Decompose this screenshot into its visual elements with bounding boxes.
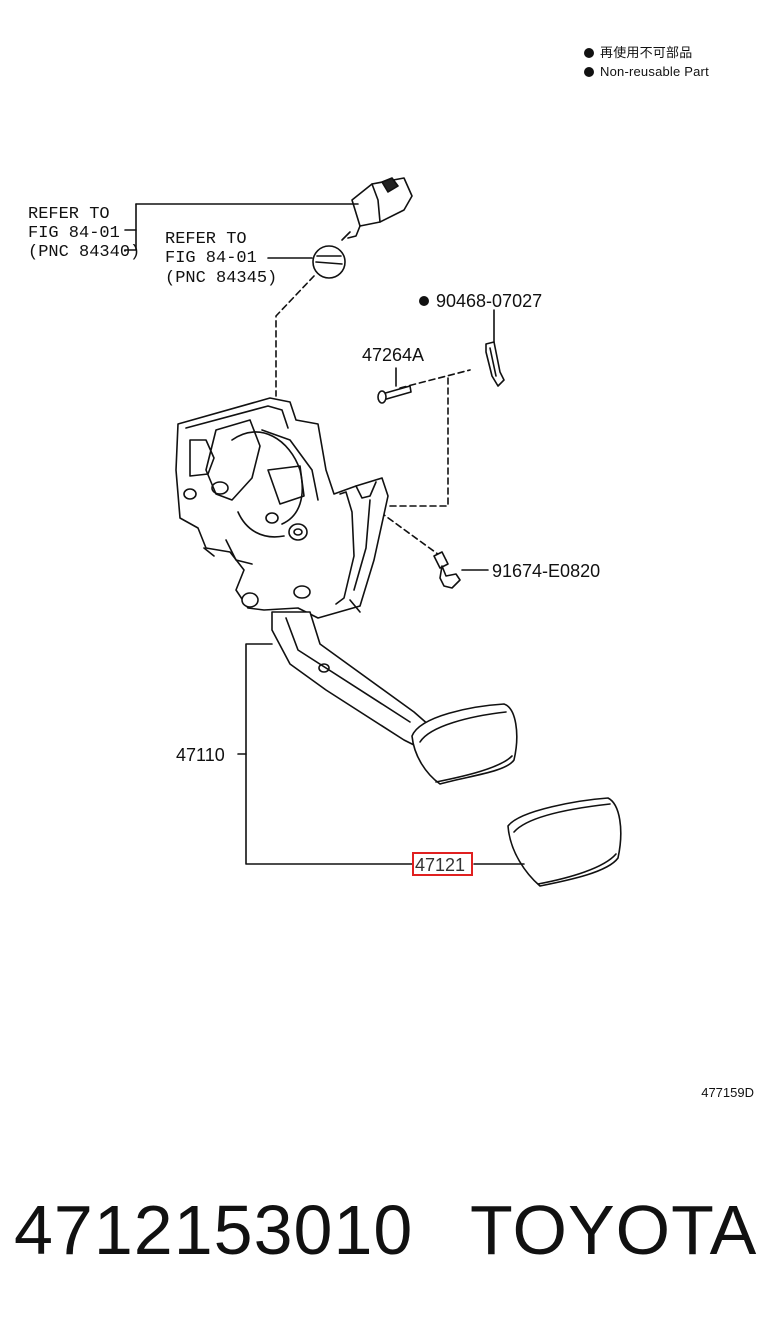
ref1-line2: FIG 84-01 bbox=[28, 224, 120, 243]
part-label-90468-07027[interactable]: 90468-07027 bbox=[436, 291, 542, 311]
highlight-box bbox=[412, 852, 473, 876]
dashed-guide-1 bbox=[275, 275, 315, 397]
bolt-drawing bbox=[433, 551, 461, 589]
pin-drawing bbox=[377, 385, 412, 404]
stop-lamp-switch-drawing bbox=[341, 177, 413, 241]
part-label-91674-e0820[interactable]: 91674-E0820 bbox=[492, 561, 600, 581]
legend-en-text: Non-reusable Part bbox=[600, 64, 709, 79]
ref2-line1: REFER TO bbox=[165, 230, 247, 249]
ref1-bracket bbox=[124, 203, 137, 251]
ref2-line3: (PNC 84345) bbox=[165, 269, 277, 288]
legend-jp: 再使用不可部品 bbox=[584, 44, 692, 62]
legend-jp-text: 再使用不可部品 bbox=[600, 45, 693, 60]
cushion-drawing bbox=[312, 245, 346, 279]
pedal-pad-drawing bbox=[507, 797, 622, 887]
part-label-47121[interactable]: 47121 bbox=[415, 855, 465, 875]
legend-en: Non-reusable Part bbox=[584, 63, 709, 81]
clip-drawing bbox=[485, 341, 505, 387]
pedal-bracket-drawing bbox=[175, 397, 389, 619]
bullet-icon bbox=[584, 67, 594, 77]
footer-brand: TOYOTA bbox=[470, 1191, 758, 1269]
part-label-47110[interactable]: 47110 bbox=[176, 745, 225, 765]
bullet-icon bbox=[584, 48, 594, 58]
ref2-line2: FIG 84-01 bbox=[165, 249, 257, 268]
part-label-47264a[interactable]: 47264A bbox=[362, 345, 424, 365]
non-reusable-dot bbox=[419, 296, 429, 306]
ref1-line3: (PNC 84340) bbox=[28, 243, 140, 262]
ref1-line1: REFER TO bbox=[28, 205, 110, 224]
brake-pedal-drawing bbox=[271, 611, 518, 785]
diagram-code: 477159D bbox=[701, 1085, 754, 1100]
footer-part-number: 4712153010 bbox=[14, 1191, 414, 1269]
